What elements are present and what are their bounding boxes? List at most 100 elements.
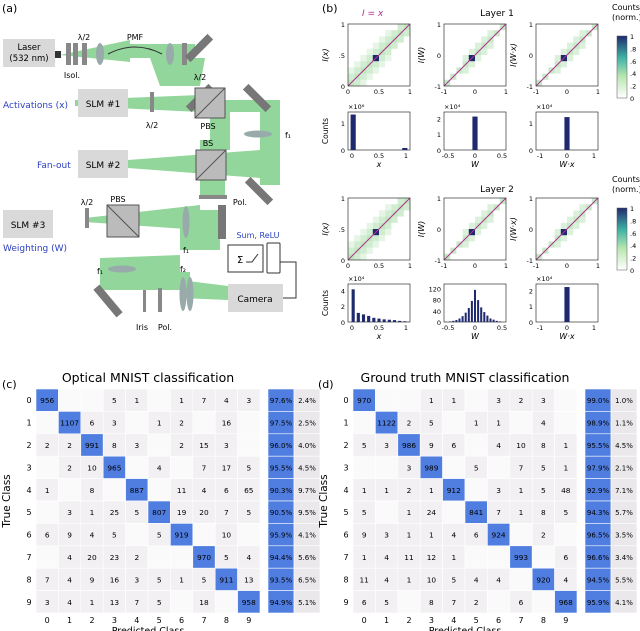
col-tick-label: 0	[362, 616, 367, 625]
matrix-cell	[35, 545, 59, 569]
count-tick: 2	[437, 115, 441, 123]
heat-x-tick: 1	[408, 262, 412, 270]
cell-value: 1	[90, 508, 95, 517]
accuracy-value: 96.5%	[587, 532, 610, 540]
cell-value: 24	[427, 508, 437, 517]
cell-value: 3	[384, 441, 389, 450]
col-tick-label: 8	[541, 616, 546, 625]
bar-x-tick: 0.5	[374, 324, 384, 332]
count-tick: 0	[341, 147, 345, 155]
colorbar-2	[616, 207, 628, 271]
matrix-cell	[170, 545, 194, 569]
row-tick-label: 6	[343, 531, 348, 540]
col-tick-label: 2	[406, 616, 411, 625]
lens-f1-2	[182, 206, 190, 238]
matrix-cell	[487, 590, 511, 614]
heat-cell	[354, 253, 361, 260]
heat-cell	[379, 216, 386, 223]
heat-y-tick: 1	[437, 21, 441, 29]
heat-cell	[372, 67, 379, 74]
cell-value: 5	[429, 419, 434, 428]
cell-value: 2	[407, 486, 412, 495]
weighting-label: Weighting (W)	[3, 244, 67, 254]
heat-cell	[554, 55, 561, 62]
heat-y-tick: 1	[437, 195, 441, 203]
setup-diagram: (a) Laser (532 nm) λ/2 Iso	[2, 2, 297, 332]
heat-cell	[379, 210, 386, 217]
heat-cell	[354, 61, 361, 68]
cell-value: 1	[429, 396, 434, 405]
cell-value: 1	[45, 486, 50, 495]
heat-y-tick: 0	[437, 226, 441, 234]
cell-value: 9	[67, 531, 72, 540]
cell-value: 1	[362, 486, 367, 495]
counts-label: Counts	[321, 118, 330, 144]
cell-value: 6	[563, 553, 568, 562]
lens-f1-1	[244, 130, 272, 138]
error-value: 5.1%	[298, 599, 316, 607]
cell-value: 3	[541, 396, 546, 405]
cell-value: 807	[152, 508, 166, 517]
matrix-cell	[531, 545, 555, 569]
cell-value: 48	[561, 486, 571, 495]
heat-cell	[372, 241, 379, 248]
heat-cell	[475, 42, 482, 49]
heat-x-tick: -1	[533, 262, 539, 270]
cell-value: 20	[199, 508, 209, 517]
cell-value: 1	[90, 598, 95, 607]
cell-value: 924	[492, 531, 506, 540]
hist-bar	[470, 300, 473, 322]
heat-cell	[379, 61, 386, 68]
cell-value: 7	[224, 508, 229, 517]
colorbar-tick: .2	[630, 83, 636, 91]
heat-cell	[468, 48, 475, 55]
laser-wavelength: (532 nm)	[9, 54, 48, 64]
matrix-title: Optical MNIST classification	[62, 370, 234, 385]
heat-cell	[348, 247, 355, 254]
hist-bar	[402, 147, 408, 150]
heat-cell	[372, 61, 379, 68]
count-tick: 120	[429, 285, 441, 293]
heat-cell	[391, 204, 398, 211]
cell-value: 1	[519, 486, 524, 495]
cell-value: 956	[40, 396, 54, 405]
cell-value: 8	[429, 598, 434, 607]
cell-value: 7	[202, 396, 207, 405]
heat-cell	[462, 229, 469, 236]
heat-cell	[354, 67, 361, 74]
heat-cell	[481, 36, 488, 43]
matrix-cell	[35, 411, 59, 435]
heat-x-tick: 1	[408, 88, 412, 96]
accuracy-value: 97.5%	[270, 420, 293, 428]
hist-bar	[495, 320, 498, 322]
heat-cell	[391, 216, 398, 223]
matrix-cell	[237, 523, 261, 547]
heat-cell	[567, 55, 574, 62]
cell-value: 1	[407, 508, 412, 517]
accuracy-value: 94.9%	[270, 599, 293, 607]
cell-value: 19	[177, 508, 187, 517]
heat-cell	[385, 48, 392, 55]
heat-cell	[372, 216, 379, 223]
cell-value: 8	[90, 486, 95, 495]
col-tick-label: 9	[563, 616, 568, 625]
colorbar-tick: .4	[630, 70, 636, 78]
f1-label-3: f₁	[97, 267, 103, 276]
bar-x-tick: 0	[565, 152, 569, 160]
cell-value: 4	[384, 575, 389, 584]
heat-cell	[554, 229, 561, 236]
heat-y-tick: 1	[341, 21, 345, 29]
row-tick-label: 2	[343, 441, 348, 450]
colorbar-tick: .6	[630, 230, 636, 238]
cell-value: 20	[87, 553, 97, 562]
heat-y-label: I(W)	[417, 47, 426, 64]
bar-x-tick: 1	[404, 152, 408, 160]
cell-value: 13	[110, 598, 120, 607]
cell-value: 3	[112, 419, 117, 428]
heat-cell	[360, 73, 367, 80]
bar-frame	[347, 111, 411, 151]
cell-value: 1	[563, 463, 568, 472]
hist-bar	[464, 312, 467, 322]
